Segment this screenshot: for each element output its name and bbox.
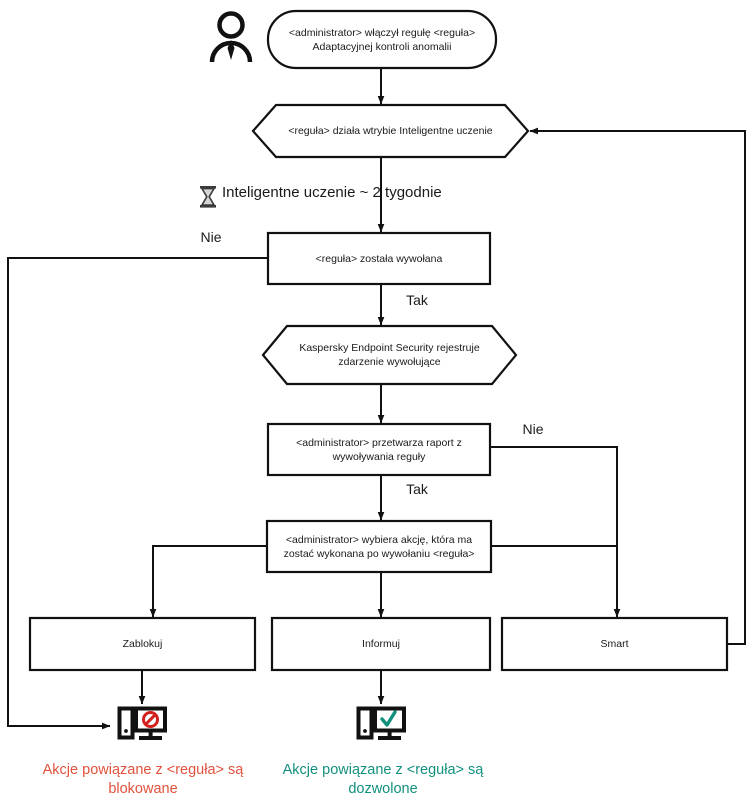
edge-label-admin-report-yes: Tak bbox=[406, 481, 428, 497]
node-smart-mode-shape bbox=[251, 103, 530, 159]
node-action-smart-shape bbox=[500, 616, 729, 672]
node-admin-report-shape bbox=[266, 422, 492, 477]
computer-blocked-icon bbox=[117, 706, 167, 740]
edge-admin-action-to-block bbox=[149, 545, 267, 618]
edge-label-rule-triggered-no: Nie bbox=[200, 229, 222, 245]
node-action-block-shape bbox=[28, 616, 257, 672]
annotation-learning-period: Inteligentne uczenie ~ 2 tygodnie bbox=[222, 184, 442, 202]
edge-smart-loopback-to-smart-mode bbox=[529, 127, 746, 645]
node-rule-triggered-shape bbox=[266, 231, 492, 286]
outcome-allowed-caption: Akcje powiązane z <reguła> są dozwolone bbox=[282, 762, 484, 797]
user-icon bbox=[209, 11, 253, 63]
edge-label-rule-triggered-yes: Tak bbox=[406, 292, 428, 308]
edge-admin-report-no-to-smart bbox=[490, 446, 621, 618]
hourglass-icon bbox=[200, 186, 216, 208]
edge-rule-triggered-no-to-blocked-icon bbox=[7, 257, 268, 730]
node-start-shape bbox=[266, 9, 498, 70]
outcome-blocked-caption: Akcje powiązane z <reguła> są blokowane bbox=[42, 762, 244, 797]
annotation-learning-period-text: Inteligentne uczenie ~ 2 tygodnie bbox=[222, 184, 442, 201]
node-action-inform-shape bbox=[270, 616, 492, 672]
edge-label-admin-report-no: Nie bbox=[522, 421, 544, 437]
node-admin-action-shape bbox=[265, 519, 493, 574]
computer-allowed-icon bbox=[356, 706, 406, 740]
node-kes-logs-shape bbox=[261, 324, 518, 386]
